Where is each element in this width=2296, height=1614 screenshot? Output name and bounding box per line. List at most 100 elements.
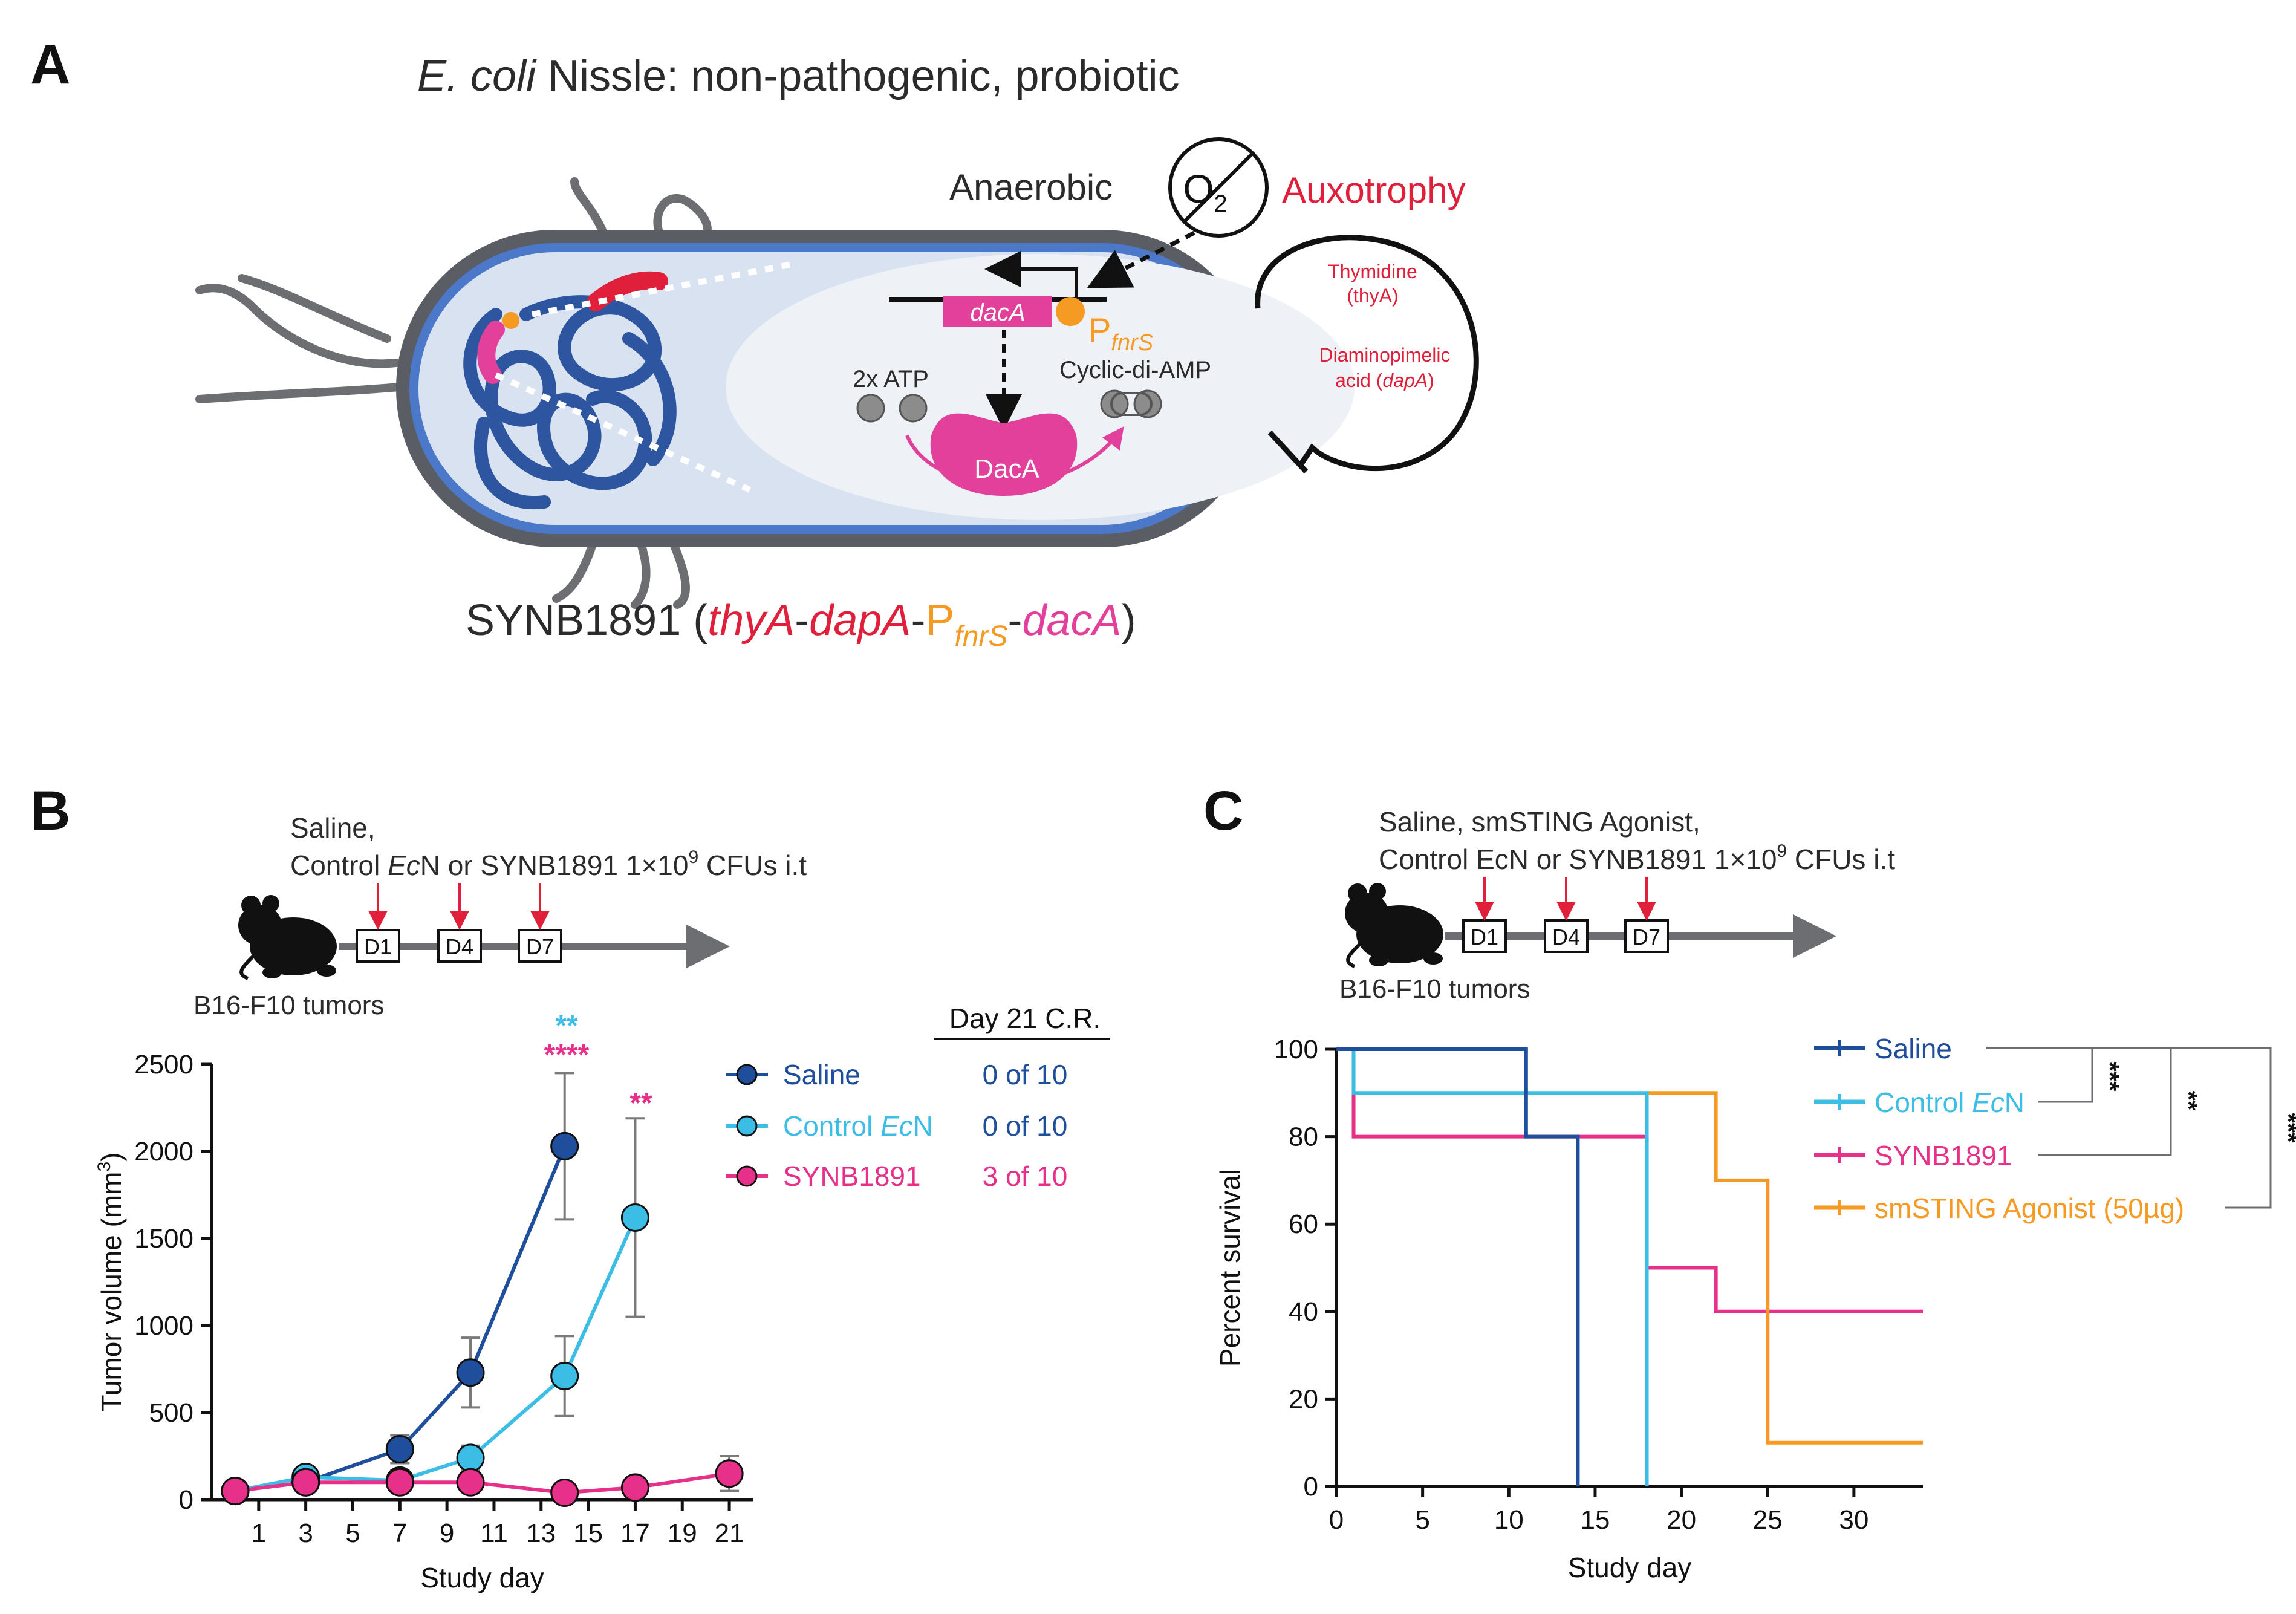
daca-gene-box xyxy=(943,296,1052,327)
b-x-tick-label: 1 xyxy=(252,1518,266,1548)
legend-b-synb: SYNB1891 3 of 10 xyxy=(726,1160,1067,1192)
c-survival-curve xyxy=(1647,1091,1923,1445)
promoter-locus xyxy=(502,312,519,329)
b-x-tick-label: 15 xyxy=(573,1518,603,1548)
panel-c-day-1: D1 xyxy=(1471,925,1498,949)
sig-synb-day14: **** xyxy=(544,1039,590,1071)
o2-inhibition-arrow xyxy=(1087,230,1195,288)
c-y-axis-label: Percent survival xyxy=(1214,1169,1246,1367)
b-x-tick-label: 13 xyxy=(526,1518,556,1548)
b-x-tick-label: 17 xyxy=(620,1518,650,1548)
b-data-point xyxy=(620,1473,649,1502)
c-x-axis-label: Study day xyxy=(1568,1552,1692,1583)
b-y-tick-label: 2000 xyxy=(134,1137,194,1167)
zoom-lines xyxy=(494,260,799,493)
panel-b-schedule-line1: Saline, xyxy=(290,812,376,844)
promoter-label: PfnrS xyxy=(1088,311,1153,356)
panel-b-tumor-label: B16-F10 tumors xyxy=(194,991,384,1020)
legend-c-synb-label: SYNB1891 xyxy=(1875,1140,2012,1171)
legend-b-control-cr: 0 of 10 xyxy=(983,1110,1068,1142)
c-x-tick-label: 10 xyxy=(1494,1505,1524,1535)
c-y-tick-label: 80 xyxy=(1289,1122,1318,1152)
auxotrophy-requirements: Thymidine (thyA) Diaminopimelic acid (da… xyxy=(1319,261,1451,391)
legend-b-control: Control EcN 0 of 10 xyxy=(726,1110,1067,1142)
panel-c-legend: Saline Control EcN SYNB1891 smSTING Agon… xyxy=(1814,1033,2184,1224)
daca-protein-label: DacA xyxy=(974,454,1039,484)
flagella xyxy=(195,177,712,609)
sig-control-day14: ** xyxy=(555,1010,578,1042)
c-survival-curve xyxy=(1336,1047,1580,1486)
b-x-tick-label: 19 xyxy=(668,1518,697,1548)
c-y-tick-label: 60 xyxy=(1289,1209,1318,1239)
zoom-inset xyxy=(726,254,1355,520)
sig-synb-day17: ** xyxy=(629,1087,652,1119)
o2-label: O2 xyxy=(1183,166,1228,217)
cyclic-di-amp-left xyxy=(1100,389,1129,418)
legend-c-synb: SYNB1891 xyxy=(1814,1140,2012,1171)
c-x-tick-label: 15 xyxy=(1580,1505,1610,1535)
c-survival-curve xyxy=(1336,1047,1649,1486)
panel-b-day-1: D1 xyxy=(364,934,392,959)
c-y-tick-label: 100 xyxy=(1274,1035,1318,1064)
b-y-tick-label: 0 xyxy=(179,1485,194,1515)
c-y-tick-label: 40 xyxy=(1289,1297,1318,1327)
b-data-point xyxy=(456,1468,485,1497)
panel-b-letter: B xyxy=(30,780,70,842)
b-x-tick-label: 5 xyxy=(345,1518,360,1548)
thya-label: (thyA) xyxy=(1347,285,1398,307)
b-data-point xyxy=(291,1468,320,1497)
legend-c-control-label: Control EcN xyxy=(1875,1087,2024,1118)
cr-header: Day 21 C.R. xyxy=(949,1003,1101,1034)
auxotrophy-bar xyxy=(1267,430,1309,474)
b-x-tick-label: 3 xyxy=(298,1518,313,1548)
legend-c-sting-label: smSTING Agonist (50µg) xyxy=(1875,1193,2184,1224)
cyclic-di-amp-label: Cyclic-di-AMP xyxy=(1059,357,1211,383)
sig-saline-synb: ** xyxy=(2174,1091,2203,1111)
panel-b-day-7: D7 xyxy=(526,934,554,959)
b-data-point xyxy=(385,1434,414,1463)
legend-c-saline-label: Saline xyxy=(1875,1033,1952,1064)
legend-c-saline: Saline xyxy=(1814,1033,1952,1064)
panel-c-schedule-line2: Control EcN or SYNB1891 1×109 CFUs i.t xyxy=(1379,841,1895,875)
b-data-point xyxy=(221,1477,250,1506)
b-y-tick-label: 500 xyxy=(149,1398,194,1428)
legend-b-synb-label: SYNB1891 xyxy=(783,1160,921,1192)
b-data-point xyxy=(550,1362,579,1391)
mouse-icon-c xyxy=(1345,883,1443,968)
anaerobic-label: Anaerobic xyxy=(949,167,1113,207)
b-y-tick-label: 1500 xyxy=(134,1224,194,1254)
atp-label: 2x ATP xyxy=(853,366,929,392)
panel-c: C Saline, smSTING Agonist, Control EcN o… xyxy=(1203,780,2296,1583)
c-x-tick-label: 20 xyxy=(1667,1505,1696,1535)
sig-saline-sting: *** xyxy=(2274,1113,2296,1143)
b-y-axis-label: Tumor volume (mm3) xyxy=(94,1152,127,1411)
panel-a: A E. coli Nissle: non-pathogenic, probio… xyxy=(30,34,1479,652)
panel-b-schedule-line2: Control EcN or SYNB1891 1×109 CFUs i.t xyxy=(290,847,807,881)
b-y-tick-label: 1000 xyxy=(134,1311,194,1341)
c-x-tick-label: 30 xyxy=(1839,1505,1868,1535)
b-x-tick-label: 9 xyxy=(440,1518,454,1548)
c-y-tick-label: 0 xyxy=(1304,1472,1318,1502)
legend-c-sting: smSTING Agonist (50µg) xyxy=(1814,1193,2184,1224)
c-survival-curve xyxy=(1351,1049,1923,1313)
panel-c-letter: C xyxy=(1203,780,1243,842)
panel-c-day-7: D7 xyxy=(1633,925,1660,949)
panel-b: B Saline, Control EcN or SYNB1891 1×109 … xyxy=(30,780,1110,1593)
daca-gene-label: dacA xyxy=(970,299,1025,326)
auxotrophy-label: Auxotrophy xyxy=(1282,170,1466,210)
sig-saline-control: *** xyxy=(2096,1061,2124,1092)
b-y-tick-label: 2500 xyxy=(134,1050,194,1079)
o2-strike xyxy=(1182,151,1255,224)
auxotrophy-loop xyxy=(1255,235,1479,472)
legend-b-synb-cr: 3 of 10 xyxy=(983,1160,1068,1192)
panel-c-schedule-line1: Saline, smSTING Agonist, xyxy=(1379,806,1700,838)
b-data-point xyxy=(715,1459,744,1488)
b-data-point xyxy=(550,1478,579,1507)
b-x-tick-label: 11 xyxy=(480,1518,508,1548)
cyclic-di-amp-ring xyxy=(1110,392,1153,416)
survival-significance-brackets xyxy=(1986,1047,2272,1209)
b-x-tick-label: 7 xyxy=(392,1518,407,1548)
legend-c-control: Control EcN xyxy=(1814,1087,2024,1118)
